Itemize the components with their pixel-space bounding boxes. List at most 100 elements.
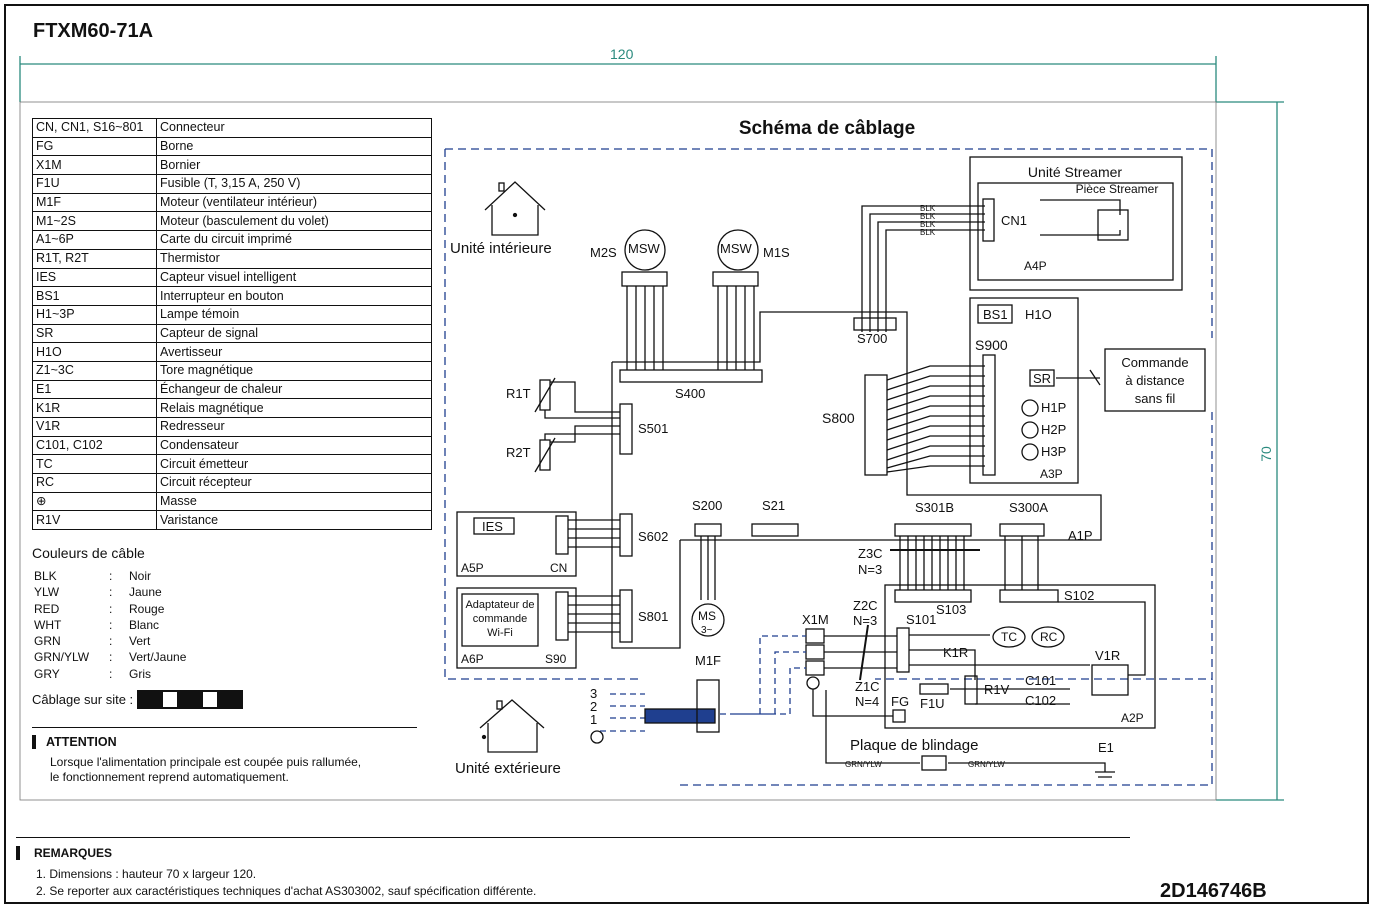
attention-title: ATTENTION [32,735,117,749]
sr-label: SR [1033,371,1051,386]
a3p-board [969,297,1079,484]
wifi-label-2: commande [473,613,527,625]
wire-color-code: GRN [34,634,61,649]
wire-color-separator: : [109,569,113,583]
wire-color-name: Vert/Jaune [129,650,187,665]
remote-label-1: Commande [1121,355,1188,370]
wire-color-separator: : [109,666,113,681]
h3p-lamp-icon [1021,443,1039,461]
width-dimension-label: 120 [610,46,634,62]
wire-color-name: Gris [129,666,151,681]
m1s-swing-motor [712,229,759,370]
z2c-n-label: N=3 [853,613,877,628]
outdoor-terminal-3: 3 [590,686,597,701]
s801-label: S801 [638,609,668,624]
outdoor-terminal-2: 2 [590,699,597,714]
remote-label-3: sans fil [1135,391,1176,406]
legend-description: Interrupteur en bouton [156,286,432,306]
s101-connector [896,627,910,673]
remark-1: 1. Dimensions : hauteur 70 x largeur 120… [36,867,257,881]
s602-label: S602 [638,529,668,544]
a4p-board [977,182,1174,281]
s102-connector [999,589,1059,603]
field-wiring-swatch [137,690,244,709]
m2s-swing-motor [621,229,668,370]
r1t-label: R1T [506,386,531,401]
legend-code: R1V [32,510,157,531]
x1m-terminal-2 [805,644,825,660]
s800-connector [864,374,888,476]
s700-connector [853,317,897,331]
field-cable-gland [644,708,716,724]
wire-color-code: GRN/YLW [34,650,90,665]
h1p-label: H1P [1041,400,1066,415]
cn-connector [555,515,569,555]
a1p-label: A1P [1068,528,1093,543]
wire-color-separator: : [109,634,113,649]
streamer-element [1097,209,1129,241]
fg-terminal [892,709,906,723]
dimension-lines [19,56,1284,801]
e1-label: E1 [1098,740,1114,755]
s102-label: S102 [1064,588,1094,603]
s501-label: S501 [638,421,668,436]
s301b-connector [894,523,972,537]
outdoor-boundary-line [680,679,1213,786]
ies-label: IES [482,519,503,534]
legend-description: Varistance [156,510,432,531]
legend-code: C101, C102 [32,435,157,456]
x1m-terminal-3 [805,628,825,644]
f1u-label: F1U [920,696,945,711]
r2t-thermistor [534,425,620,473]
ground-wire [825,690,1115,778]
m1f-wires [700,536,716,600]
wire-color-separator: : [109,601,113,616]
legend-code: K1R [32,398,157,418]
indoor-house-icon [484,181,546,236]
wire-color-row: GRN/YLW:Vert/Jaune [34,649,186,665]
x1m-terminal-1 [805,660,825,676]
field-wiring-key: Câblage sur site : [32,690,244,709]
s602-connector [619,513,633,557]
model-title: FTXM60-71A [33,20,154,42]
legend-code: BS1 [32,286,157,306]
cn1-wire-3-label: BLK [920,220,936,229]
s900-connector [982,354,996,476]
a6p-label: A6P [461,652,484,666]
tc-circuit [992,626,1026,648]
c102-label: C102 [1025,693,1056,708]
remark-2: 2. Se reporter aux caractéristiques tech… [36,884,537,898]
ms-phase-label: 3~ [701,625,713,636]
m1s-label: M1S [763,245,790,260]
ground-wire-label-1: GRN/YLW [845,760,882,769]
s21-connector [751,523,799,537]
wifi-adapter [461,593,539,647]
sr-sensor [1029,369,1055,387]
m1f-fan-motor [691,603,725,637]
main-pcb-outline [611,311,1102,649]
s101-label: S101 [906,612,936,627]
legend-description: Moteur (basculement du volet) [156,211,432,232]
cn1-wire-1-label: BLK [920,204,936,213]
z3c-label: Z3C [858,546,883,561]
cn1-label: CN1 [1001,213,1027,228]
rc-circuit [1031,626,1065,648]
a5p-board [456,511,577,577]
x1m-ground-icon [806,676,820,690]
s90-connector [555,591,569,641]
cn1-wire-2-label: BLK [920,212,936,221]
m1f-label: M1F [695,653,721,668]
outdoor-unit-label: Unité extérieure [455,760,561,777]
streamer-unit-label: Unité Streamer [1028,164,1122,180]
cn1-wire-4-label: BLK [920,228,936,237]
a2p-label: A2P [1121,711,1144,725]
s801-connector [619,589,633,643]
ground-wire-label-2: GRN/YLW [968,760,1005,769]
